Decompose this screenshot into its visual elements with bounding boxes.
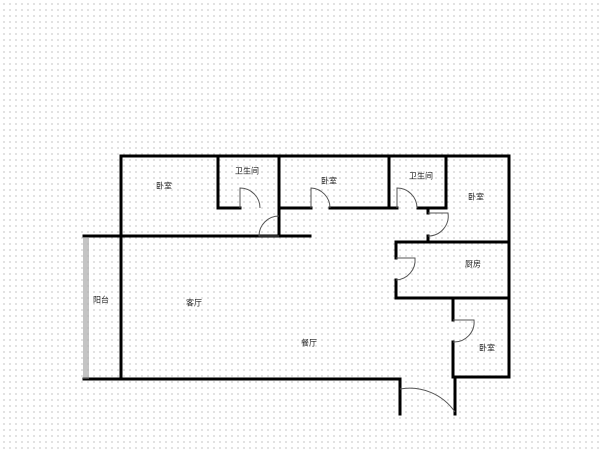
room-label-bedroom-2: 卧室 bbox=[321, 176, 337, 186]
room-label-bedroom-3: 卧室 bbox=[468, 192, 484, 202]
room-label-bedroom-4: 卧室 bbox=[479, 343, 495, 353]
kitchen-door bbox=[395, 257, 416, 281]
room-label-dining-room: 餐厅 bbox=[301, 338, 317, 348]
bedroom2-door bbox=[310, 187, 331, 209]
room-label-living-room: 客厅 bbox=[186, 298, 202, 308]
room-label-bedroom-1: 卧室 bbox=[156, 181, 172, 191]
walls bbox=[82, 154, 511, 416]
room-label-kitchen: 厨房 bbox=[465, 259, 481, 269]
room-label-bathroom-2: 卫生间 bbox=[409, 171, 433, 181]
bedroom4-door bbox=[452, 319, 475, 343]
balcony-window bbox=[83, 237, 89, 379]
entrance-door bbox=[399, 387, 456, 413]
bedroom3-door bbox=[427, 212, 449, 237]
bathroom2-door bbox=[396, 187, 418, 209]
room-label-bathroom-1: 卫生间 bbox=[235, 166, 259, 176]
bedroom1-door bbox=[258, 215, 280, 237]
doors bbox=[239, 187, 475, 413]
room-label-balcony: 阳台 bbox=[93, 295, 109, 305]
bathroom1-door bbox=[239, 187, 261, 209]
